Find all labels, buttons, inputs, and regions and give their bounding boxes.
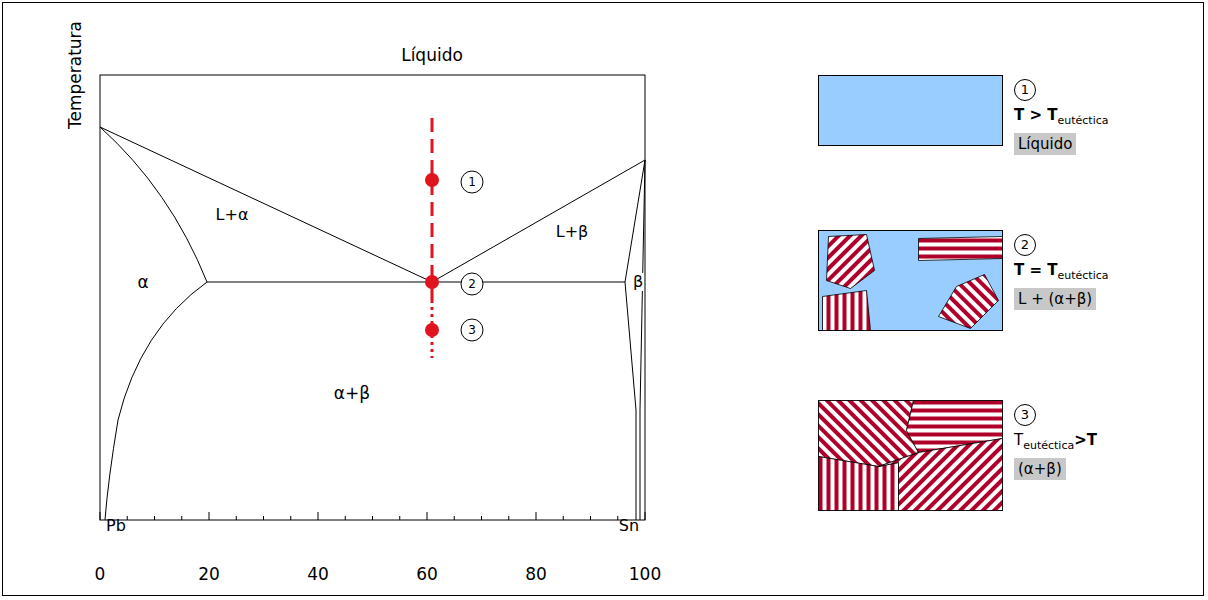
axis-tick	[345, 516, 346, 520]
condition-text: T > T	[1014, 106, 1057, 124]
condition-text: T = T	[1014, 261, 1057, 279]
alpha-solidus	[100, 127, 207, 282]
callout-circle	[461, 273, 483, 295]
axis-title: Temperatura	[67, 21, 84, 129]
axis-tick	[536, 512, 537, 520]
state-point	[425, 323, 439, 337]
axis-tick	[427, 512, 428, 520]
microstructure-panel: 2 T = Teutéctica L + (α+β)	[818, 230, 1188, 330]
axis-tick	[181, 516, 182, 520]
axis-tick	[100, 512, 101, 520]
temperature-condition: T = Teutéctica	[1014, 261, 1109, 282]
axis-tick	[127, 516, 128, 520]
axis-tick	[318, 512, 319, 520]
tick-label: 60	[416, 566, 438, 583]
callout-number: 1	[468, 176, 476, 188]
plot-frame	[100, 75, 645, 520]
axis-tick	[209, 512, 210, 520]
phase-boundaries	[100, 127, 645, 520]
state-point	[425, 173, 439, 187]
callout-circle	[461, 171, 483, 193]
subscript-text: eutéctica	[1057, 269, 1108, 282]
tick-label: 100	[629, 566, 661, 583]
alpha-solvus	[105, 282, 207, 520]
region-label: β	[632, 273, 644, 291]
axis-tick	[236, 516, 237, 520]
tick-label: 20	[198, 566, 220, 583]
axis-tick	[563, 516, 564, 520]
state-description: 2 T = Teutéctica L + (α+β)	[1014, 234, 1109, 310]
axis-tick	[372, 516, 373, 520]
crystal-grain	[819, 401, 919, 467]
axis-ticks	[100, 512, 645, 520]
callout-number: 3	[1014, 404, 1036, 426]
phase-label: (α+β)	[1014, 458, 1066, 480]
callout-number: 3	[468, 324, 476, 336]
liquidus-line	[100, 127, 645, 282]
microstructure-illustration	[818, 75, 1004, 147]
state-description: 1 T > TeutécticaLíquido	[1014, 79, 1109, 155]
region-label: α	[137, 274, 148, 291]
axis-tick	[617, 516, 618, 520]
phase-label: L + (α+β)	[1014, 288, 1096, 310]
phase-label: Líquido	[1014, 133, 1076, 155]
element-label: Sn	[619, 518, 639, 534]
crystal-grain	[919, 237, 1003, 261]
microstructure-panel: 3Teutéctica>T (α+β)	[818, 400, 1188, 510]
callout-number: 1	[1014, 79, 1036, 101]
crystal-grain	[879, 439, 1003, 511]
microstructure-panel: 1T > TeutécticaLíquido	[818, 75, 1188, 145]
axis-tick	[290, 516, 291, 520]
callout-number: 2	[468, 278, 476, 290]
region-label: L+β	[556, 224, 589, 240]
state-description: 3Teutéctica>T (α+β)	[1014, 404, 1097, 480]
axis-tick	[454, 516, 455, 520]
tick-label: 40	[307, 566, 329, 583]
axis-tick	[154, 516, 155, 520]
beta-solidus	[625, 160, 645, 282]
state-point	[425, 275, 439, 289]
condition-text: >T	[1074, 431, 1097, 449]
condition-text: T	[1014, 431, 1023, 449]
axis-tick	[263, 516, 264, 520]
temperature-condition: Teutéctica>T	[1014, 431, 1097, 452]
state-points	[425, 173, 439, 337]
sample-box	[819, 231, 1003, 331]
tick-label: 80	[525, 566, 547, 583]
crystal-grain	[939, 275, 999, 329]
region-label: Líquido	[401, 47, 463, 64]
eutectic-line	[207, 282, 625, 283]
region-label: α+β	[334, 385, 370, 402]
subscript-text: eutéctica	[1023, 439, 1074, 452]
beta-boundary	[640, 160, 645, 520]
axis-tick	[481, 516, 482, 520]
element-label: Pb	[106, 518, 126, 534]
region-label: L+α	[216, 207, 249, 223]
axis-tick	[645, 512, 646, 520]
microstructure-illustration	[818, 230, 1004, 332]
sample-box	[819, 76, 1003, 146]
sample-box	[819, 401, 1003, 511]
axis-tick	[399, 516, 400, 520]
temperature-condition: T > Teutéctica	[1014, 106, 1109, 127]
crystal-grain	[823, 291, 871, 331]
callout-number: 2	[1014, 234, 1036, 256]
callout-circles	[461, 171, 483, 341]
subscript-text: eutéctica	[1057, 114, 1108, 127]
microstructure-illustration	[818, 400, 1004, 512]
crystal-grain	[827, 235, 875, 289]
tick-label: 0	[95, 566, 106, 583]
beta-solvus	[625, 282, 636, 520]
composition-line	[431, 118, 434, 300]
axis-tick	[508, 516, 509, 520]
axis-tick	[590, 516, 591, 520]
callout-circle	[461, 319, 483, 341]
